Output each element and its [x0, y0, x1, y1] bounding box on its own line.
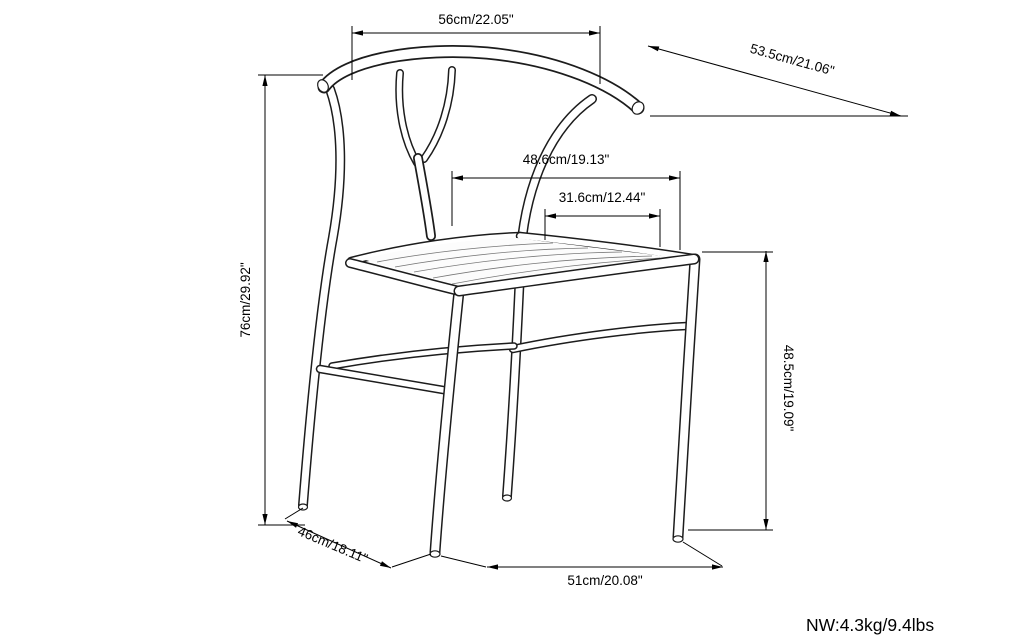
dimension-seat-depth: 46cm/18.11": [284, 507, 432, 569]
chair-end-caps: [297, 79, 684, 558]
dim-label-seat-depth: 46cm/18.11": [296, 523, 370, 566]
chair-right-stretcher: [513, 326, 687, 349]
chair-left-stretcher: [320, 369, 449, 391]
chair-line-drawing: [297, 51, 696, 558]
dimension-overall-height: 76cm/29.92": [238, 74, 323, 526]
chair-rear-left-post: [303, 89, 340, 505]
dimension-seat-height: 48.5cm/19.09": [688, 251, 796, 531]
dim-label-arm-diagonal: 53.5cm/21.06": [748, 41, 836, 79]
dim-label-top-width: 56cm/22.05": [438, 12, 514, 27]
chair-y-splat: [399, 70, 452, 236]
dimension-top-width: 56cm/22.05": [351, 12, 601, 84]
dim-label-back-width: 48.6cm/19.13": [523, 152, 610, 167]
dim-label-overall-height: 76cm/29.92": [238, 262, 253, 338]
dim-label-seat-height: 48.5cm/19.09": [781, 345, 796, 432]
dimension-front-width: 51cm/20.08": [440, 541, 723, 588]
dim-label-inner-seat-width: 31.6cm/12.44": [559, 190, 646, 205]
chair-front-left-leg: [435, 291, 459, 552]
chair-cross-stretcher: [332, 346, 514, 366]
dim-label-front-width: 51cm/20.08": [567, 573, 643, 588]
net-weight-label: NW:4.3kg/9.4lbs: [806, 615, 934, 635]
chair-front-right-leg: [678, 259, 695, 537]
chair-woven-seat: [362, 238, 680, 287]
dimension-inner-seat-width: 31.6cm/12.44": [544, 190, 661, 247]
dimension-arm-diagonal: 53.5cm/21.06": [647, 41, 908, 117]
dimension-back-width: 48.6cm/19.13": [451, 152, 681, 250]
